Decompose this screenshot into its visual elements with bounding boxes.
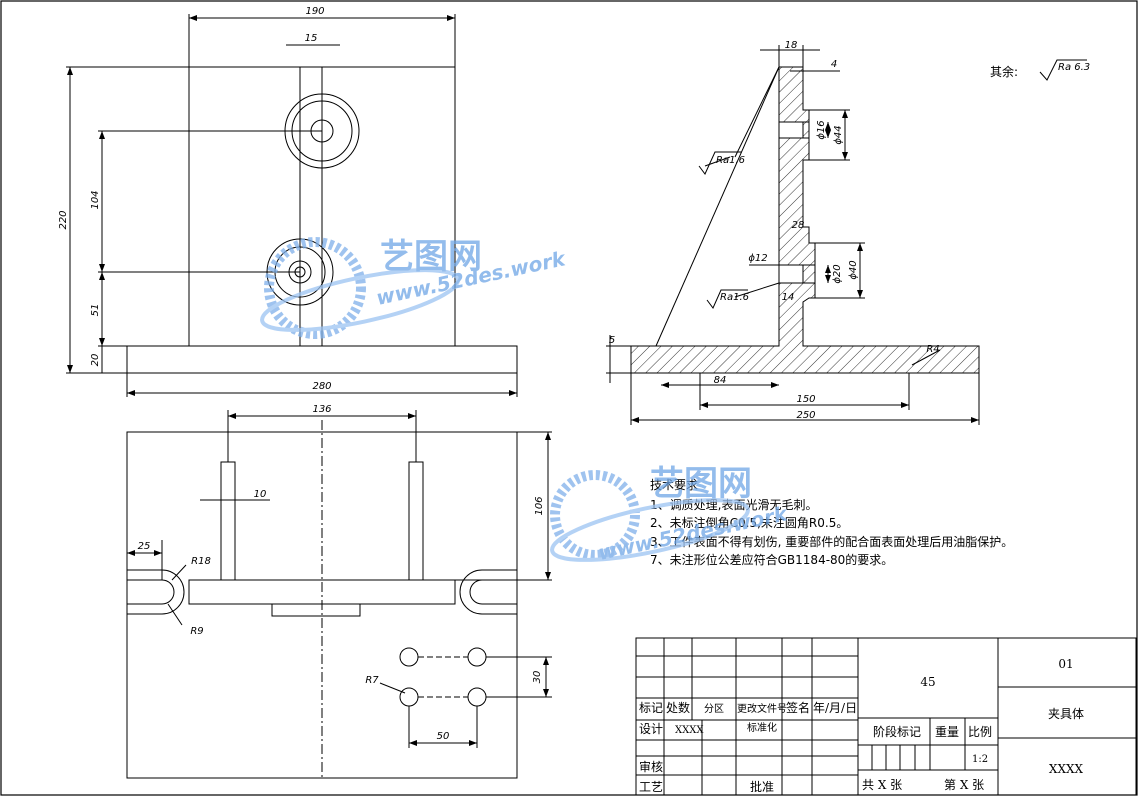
dim-side-18: 18 [785,40,798,51]
tb-standard: 标准化 [747,721,777,734]
roughness-general-label: 其余: [990,64,1018,79]
dim-top-10: 10 [254,489,267,500]
watermark-1: 艺图网 www.52des.work [260,237,569,339]
tb-approve: 批准 [750,779,774,794]
dim-side-150: 150 [796,394,815,405]
tb-material: 45 [920,675,935,689]
dim-side-d40: ϕ40 [848,260,859,279]
dim-side-d16: ϕ16 [816,120,827,139]
tb-company: XXXX [1049,762,1084,776]
tech-item-2: 2、未标注倒角C0.5,未注圆角R0.5。 [650,515,848,530]
title-block [635,637,1137,796]
tb-date: 年/月/日 [813,701,857,715]
dim-front-20: 20 [90,354,101,367]
dim-front-51: 51 [90,304,101,317]
dim-top-r18: R18 [191,556,211,567]
tb-design-name: XXXX [675,725,704,736]
top-view [126,410,552,780]
watermark-brand: 艺图网 [650,464,752,504]
roughness-symbol-1 [698,151,742,175]
tb-sheet: 第 X 张 [944,778,984,792]
roughness-ra-2: Ra1.6 [720,292,749,303]
dim-top-r7: R7 [365,675,379,686]
dim-side-d44: ϕ44 [833,125,844,144]
dim-side-28: 28 [792,220,805,231]
dim-top-136: 136 [312,404,331,415]
dim-side-14: 14 [782,292,795,303]
tb-process: 工艺 [639,780,663,794]
watermark-brand: 艺图网 [380,237,482,277]
dim-top-30: 30 [532,671,543,684]
dim-side-84: 84 [714,375,727,386]
tech-item-4: 7、未注形位公差应符合GB1184-80的要求。 [650,552,893,567]
tb-stage: 阶段标记 [873,724,921,739]
roughness-symbol-2 [706,289,748,309]
dim-front-280: 280 [312,381,331,392]
dim-front-190: 190 [305,6,324,17]
side-section-view [606,45,980,425]
tb-weight: 重量 [935,725,959,739]
tb-review: 审核 [639,759,663,774]
tb-count: 处数 [666,700,690,715]
dim-side-250: 250 [796,410,815,421]
dim-top-106: 106 [534,496,545,515]
tb-zone: 分区 [704,703,724,715]
watermark-globe-icon [550,470,640,560]
front-view [66,14,518,397]
tb-scale-label: 比例 [968,725,992,739]
tb-sign: 签名 [786,700,810,715]
dim-side-d12: ϕ12 [748,253,767,264]
roughness-general-value: Ra 6.3 [1058,62,1090,73]
dim-side-r4: R4 [926,344,939,355]
watermark-globe-icon [264,237,366,339]
dim-side-5: 5 [609,335,615,346]
dim-side-4: 4 [831,59,837,70]
dim-front-220: 220 [58,210,69,229]
tb-drawing-no: 01 [1058,657,1073,671]
dim-top-50: 50 [437,731,450,742]
dim-front-104: 104 [90,190,101,209]
tb-design: 设计 [639,722,663,736]
roughness-general-symbol [1039,59,1087,81]
tb-docno: 更改文件号 [737,702,787,715]
roughness-ra-1: Ra1.6 [716,155,745,166]
dim-front-15: 15 [305,33,318,44]
tb-scale: 1:2 [972,754,988,765]
dim-top-25: 25 [138,541,151,552]
dim-top-r9: R9 [190,626,203,637]
tb-part-name: 夹具体 [1048,707,1084,721]
tb-mark: 标记 [639,701,663,715]
dim-side-d20: ϕ20 [832,264,843,283]
tb-total: 共 X 张 [862,778,902,792]
tech-requirements-title: 技术要求 [650,478,698,492]
tech-item-3: 3、工件表面不得有划伤, 重要部件的配合面表面处理后用油脂保护。 [650,534,1013,549]
